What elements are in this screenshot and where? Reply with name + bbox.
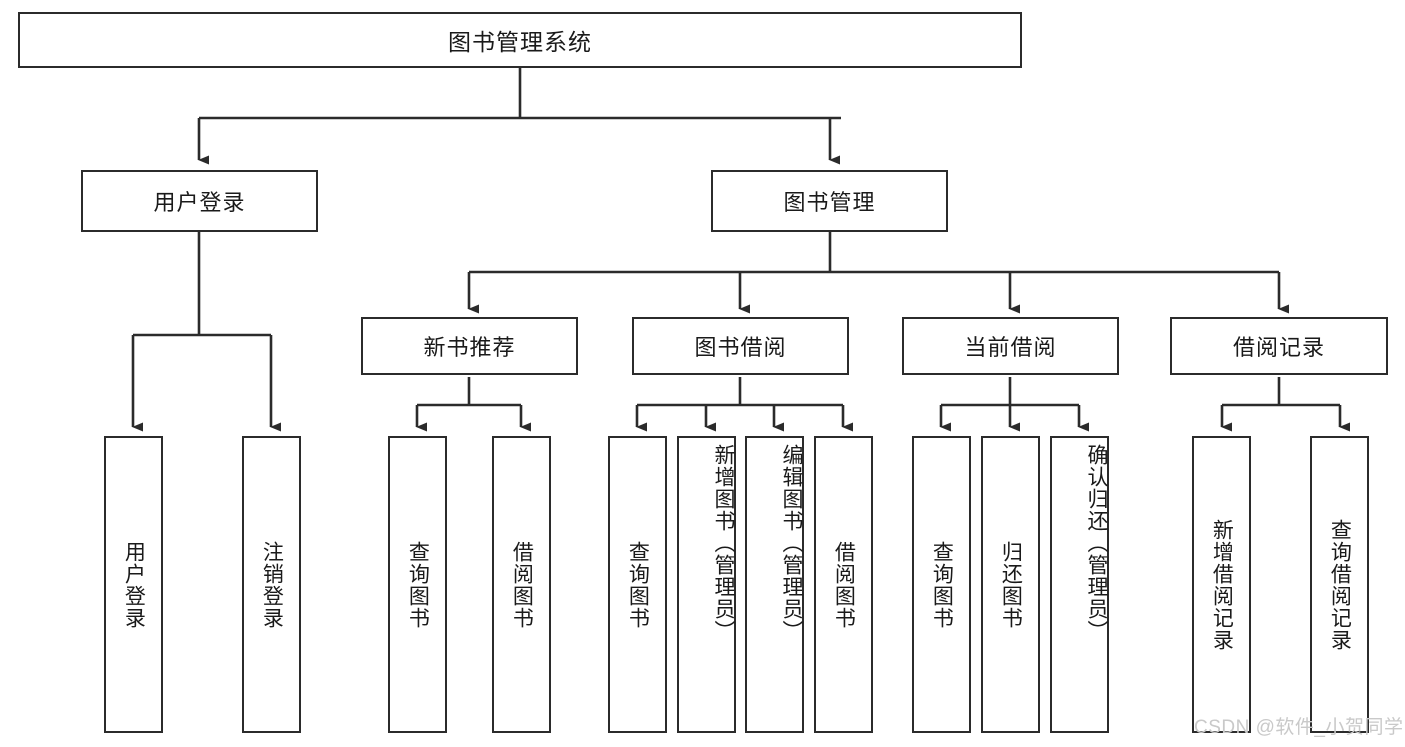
leaf-confirm-return-admin[interactable]: 确认归还（管理员）	[1050, 436, 1109, 733]
node-book-management[interactable]: 图书管理	[711, 170, 948, 232]
leaf-query-book-borrow[interactable]: 查询图书	[608, 436, 667, 733]
leaf-query-borrow-record[interactable]: 查询借阅记录	[1310, 436, 1369, 733]
node-borrow-record[interactable]: 借阅记录	[1170, 317, 1388, 375]
node-root[interactable]: 图书管理系统	[18, 12, 1022, 68]
leaf-borrow-book-recommend[interactable]: 借阅图书	[492, 436, 551, 733]
leaf-user-login[interactable]: 用户登录	[104, 436, 163, 733]
leaf-query-book-current[interactable]: 查询图书	[912, 436, 971, 733]
leaf-return-book[interactable]: 归还图书	[981, 436, 1040, 733]
leaf-add-borrow-record[interactable]: 新增借阅记录	[1192, 436, 1251, 733]
leaf-query-book-recommend[interactable]: 查询图书	[388, 436, 447, 733]
leaf-logout[interactable]: 注销登录	[242, 436, 301, 733]
node-current-borrow[interactable]: 当前借阅	[902, 317, 1119, 375]
leaf-add-book-admin[interactable]: 新增图书（管理员）	[677, 436, 736, 733]
node-user-login[interactable]: 用户登录	[81, 170, 318, 232]
node-book-borrow[interactable]: 图书借阅	[632, 317, 849, 375]
node-new-book-recommend[interactable]: 新书推荐	[361, 317, 578, 375]
leaf-edit-book-admin[interactable]: 编辑图书（管理员）	[745, 436, 804, 733]
leaf-borrow-book-borrow[interactable]: 借阅图书	[814, 436, 873, 733]
watermark: CSDN @软件_小贺同学	[1194, 717, 1404, 738]
